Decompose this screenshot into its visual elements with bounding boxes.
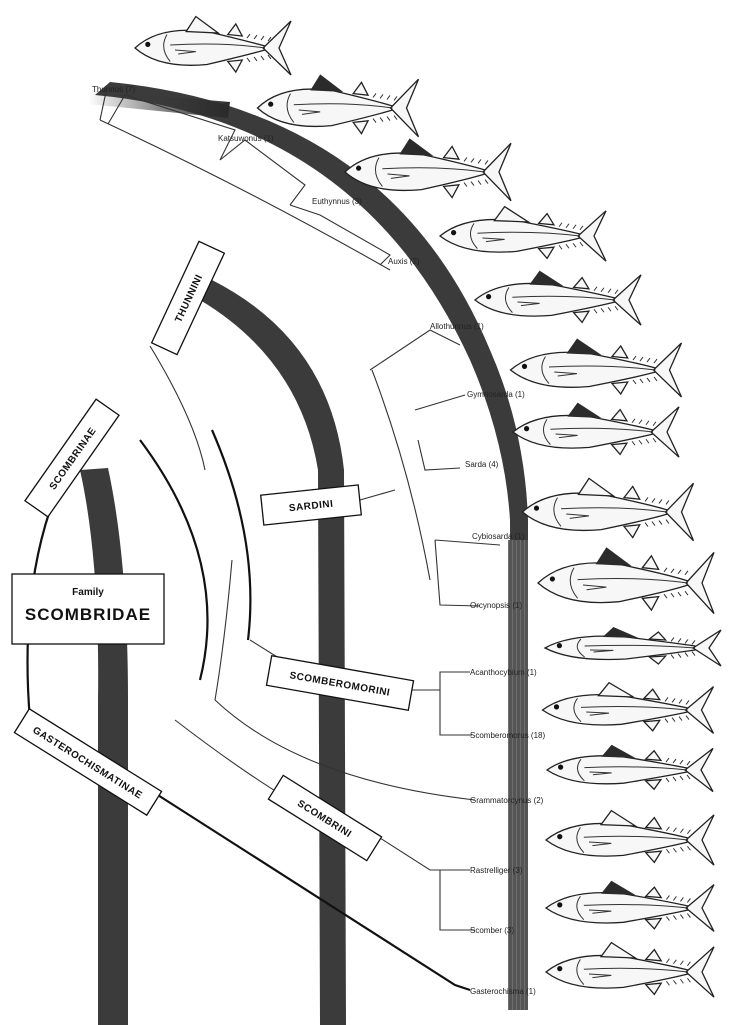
fish-illustrations	[135, 17, 721, 998]
orcynopsis-branch	[435, 540, 480, 606]
sardini-connector	[360, 490, 395, 500]
genus-label: Allothunnus (1)	[430, 322, 484, 331]
genus-label: Cybiosarda (1)	[472, 532, 525, 541]
scomber-branch	[440, 870, 475, 930]
genus-label: Thunnus (7)	[92, 85, 135, 94]
fish-illustration-icon	[523, 478, 694, 540]
genus-label: Auxis (2)	[388, 257, 420, 266]
gymnosarda-branch	[415, 395, 465, 410]
genus-label: Grammatorcynus (2)	[470, 796, 544, 805]
scombrini-connector	[380, 838, 440, 870]
sardini-arc	[372, 370, 430, 580]
fish-illustration-icon	[545, 627, 721, 666]
scomberomorini-arc-2	[215, 560, 232, 700]
fish-illustration-icon	[475, 271, 641, 326]
fish-illustration-icon	[511, 339, 682, 398]
scomberomorini-arc	[212, 430, 250, 640]
genus-label: Euthynnus (3)	[312, 197, 362, 206]
fish-illustration-icon	[546, 943, 714, 998]
subfamily-box-gasterochismatinae: GASTEROCHISMATINAE	[14, 709, 161, 815]
band-lower-right	[508, 540, 528, 1010]
tribe-box-sardini: SARDINI	[261, 485, 362, 525]
fish-illustration-icon	[546, 811, 714, 866]
fish-illustration-icon	[543, 683, 714, 734]
family-small-label: Family	[72, 587, 104, 598]
fish-illustration-icon	[547, 745, 713, 792]
scomberomorus-branch	[440, 690, 472, 735]
family-box: Family SCOMBRIDAE	[12, 574, 164, 644]
genus-label: Scomberomorus (18)	[470, 731, 545, 740]
band-outer	[95, 82, 528, 1010]
lineage-bands	[80, 82, 528, 1025]
genus-label: Rastrelliger (3)	[470, 866, 523, 875]
scombrini-arc	[175, 720, 290, 800]
genus-label: Gymnosarda (1)	[467, 390, 525, 399]
genus-label: Scomber (3)	[470, 926, 514, 935]
family-name: SCOMBRIDAE	[25, 605, 151, 624]
fish-illustration-icon	[440, 207, 606, 262]
fish-illustration-icon	[513, 403, 679, 458]
acanthocybium-branch	[410, 672, 470, 690]
genus-label: Acanthocybium (1)	[470, 668, 537, 677]
sarda-branch	[418, 440, 460, 470]
genus-label: Katsuwonus (1)	[218, 134, 274, 143]
fish-illustration-icon	[135, 17, 291, 76]
genus-label: Sarda (4)	[465, 460, 499, 469]
genus-label: Gasterochisma (1)	[470, 987, 536, 996]
allothunnus-branch	[370, 330, 460, 370]
fish-illustration-icon	[546, 881, 714, 932]
genus-label: Orcynopsis (1)	[470, 601, 522, 610]
fish-illustration-icon	[538, 547, 714, 613]
scombrinae-arc-inner	[150, 346, 205, 470]
